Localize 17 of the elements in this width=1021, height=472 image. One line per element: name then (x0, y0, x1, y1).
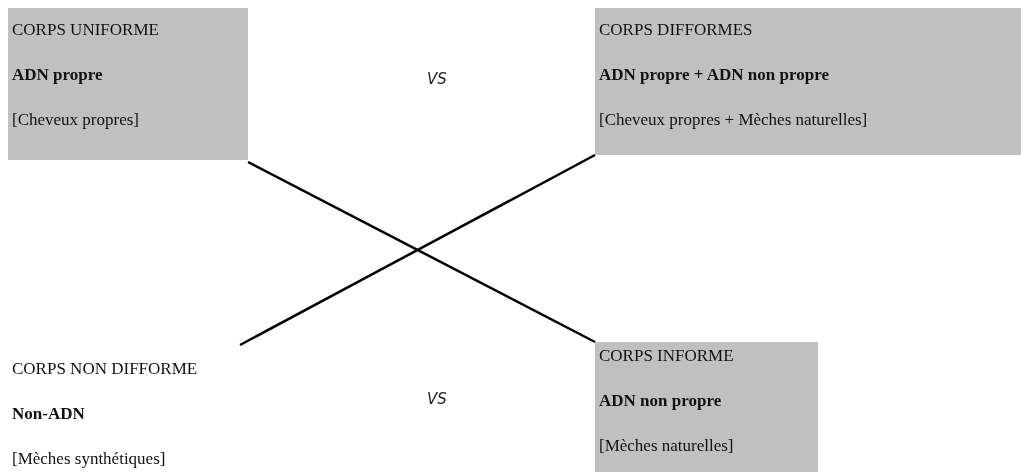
hair-type-label: [Mèches synthétiques] (12, 449, 166, 470)
hair-type-label: [Cheveux propres + Mèches naturelles] (599, 110, 868, 131)
category-heading: CORPS DIFFORMES (599, 20, 753, 41)
versus-label: VS (427, 70, 447, 88)
dna-label: Non-ADN (12, 404, 85, 425)
category-box (595, 8, 1021, 155)
hair-type-label: [Mèches naturelles] (599, 436, 734, 457)
versus-label: VS (427, 390, 447, 408)
category-box (595, 342, 818, 472)
dna-label: ADN non propre (599, 391, 722, 412)
category-box (8, 8, 248, 160)
dna-label: ADN propre + ADN non propre (599, 65, 829, 86)
hair-type-label: [Cheveux propres] (12, 110, 139, 131)
category-heading: CORPS NON DIFFORME (12, 359, 198, 380)
category-heading: CORPS UNIFORME (12, 20, 159, 41)
dna-label: ADN propre (12, 65, 103, 86)
category-heading: CORPS INFORME (599, 346, 734, 367)
